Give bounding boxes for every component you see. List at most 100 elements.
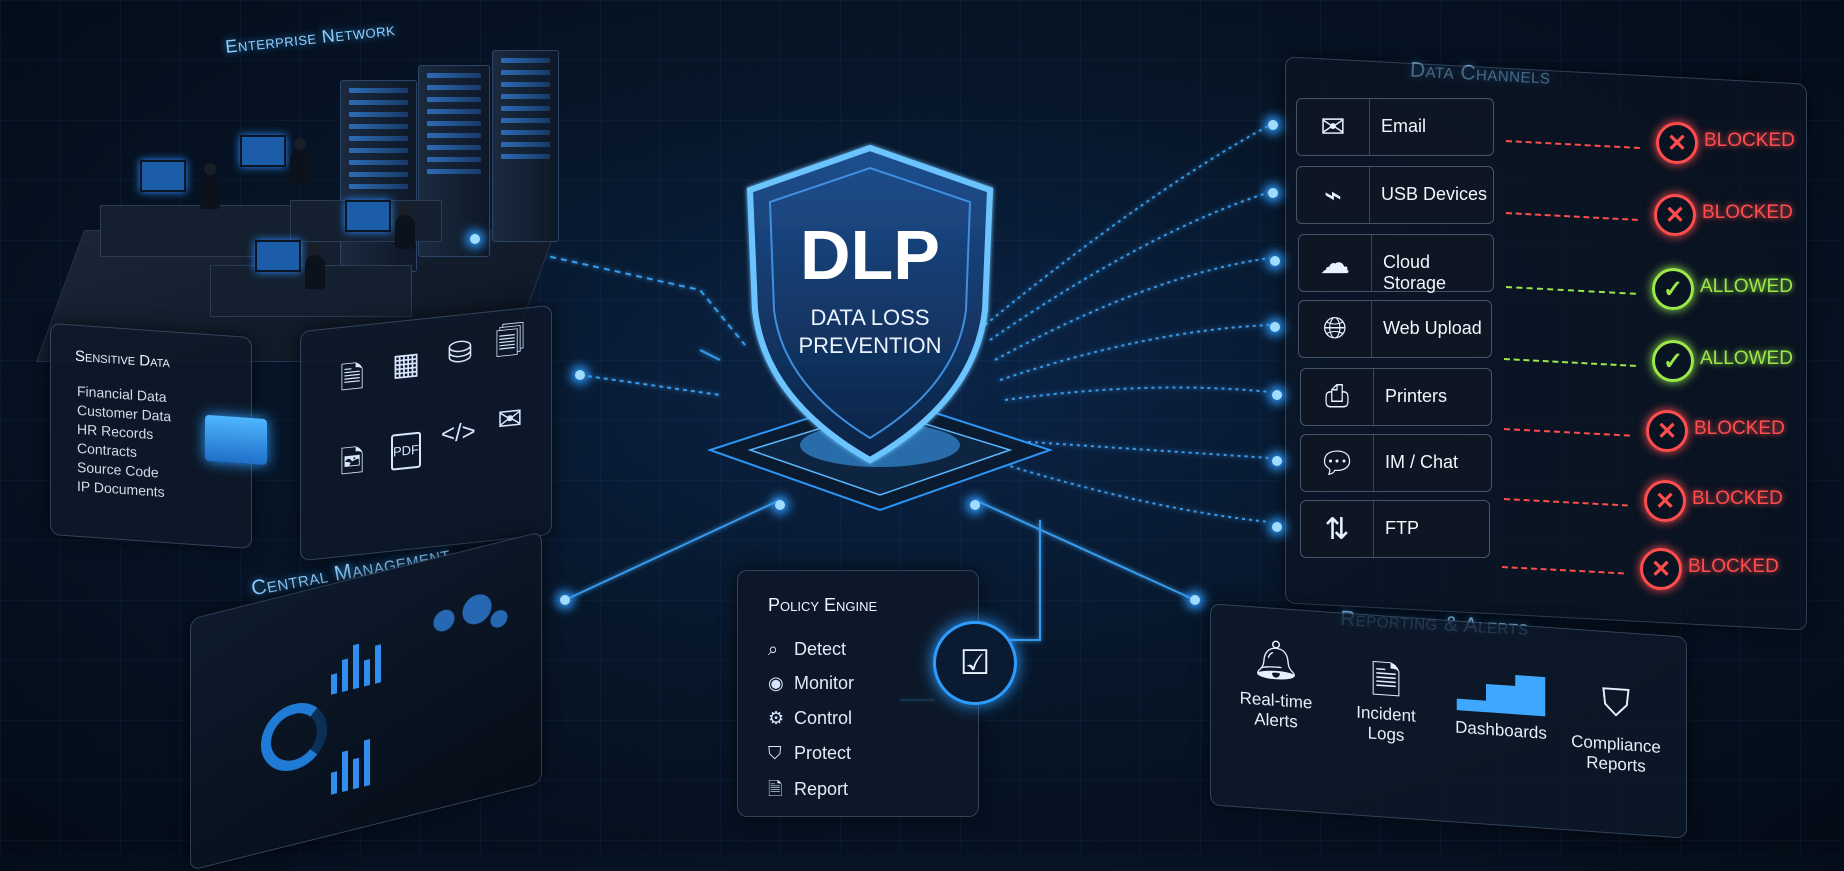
connector-node <box>775 500 785 510</box>
status-label: BLOCKED <box>1692 488 1783 509</box>
chat-icon: 💬︎ <box>1301 435 1374 491</box>
usb-icon: ⌁ <box>1297 167 1370 223</box>
bar-chart-icon: ▂▅▇ <box>1457 667 1545 716</box>
enterprise-network-illustration <box>35 40 610 380</box>
bell-icon: 🔔︎ <box>1251 638 1301 684</box>
connector-node <box>1272 390 1282 400</box>
x-circle-icon: ✕ <box>1654 194 1696 236</box>
monitor <box>240 135 286 167</box>
report-icon: 🗎 <box>768 779 783 799</box>
pdf-icon: PDF <box>391 431 421 471</box>
connector-node <box>1268 188 1278 198</box>
channel-label: Email <box>1381 116 1427 136</box>
sensitive-data-panel: Sensitive Data Financial Data Customer D… <box>50 322 267 550</box>
employee <box>290 138 310 184</box>
channel-ftp: ⇅ FTP <box>1300 500 1490 558</box>
world-map <box>411 577 521 665</box>
connector-node <box>1270 256 1280 266</box>
connector-node <box>470 234 480 244</box>
channel-label: FTP <box>1385 518 1419 538</box>
channel-usb-devices: ⌁ USB Devices <box>1296 166 1494 224</box>
channel-web-upload: 🌐︎ Web Upload <box>1298 300 1492 358</box>
channel-im-chat: 💬︎ IM / Chat <box>1300 434 1492 492</box>
dlp-subtitle-line2: PREVENTION <box>798 333 942 358</box>
status-label: ALLOWED <box>1700 276 1793 297</box>
server-rack <box>492 50 559 242</box>
file-types-panel: 🗎 ▦ ⛁ 🗐 🖻 PDF </> ✉ <box>300 304 552 562</box>
report-dashboards: ▂▅▇ Dashboards <box>1446 665 1556 745</box>
dlp-title: DLP <box>800 216 940 294</box>
report-compliance: ⛉ Compliance Reports <box>1561 679 1671 779</box>
reporting-panel: 🔔︎ Real-time Alerts 🗎 Incident Logs ▂▅▇ … <box>1210 603 1687 839</box>
employee <box>305 243 325 289</box>
report-realtime-alerts: 🔔︎ Real-time Alerts <box>1221 635 1331 735</box>
policy-item-label: Detect <box>794 639 847 659</box>
connector-node <box>575 370 585 380</box>
connector-node <box>1272 522 1282 532</box>
channel-label: USB Devices <box>1381 184 1488 204</box>
policy-item-report: 🗎 Report <box>768 777 848 807</box>
policy-item-label: Control <box>794 708 853 728</box>
code-icon: </> <box>441 417 476 449</box>
report-incident-logs: 🗎 Incident Logs <box>1331 649 1441 749</box>
sensitive-data-title: Sensitive Data <box>75 347 170 372</box>
policy-checklist-icon: ☑ <box>933 621 1017 705</box>
status-label: BLOCKED <box>1704 130 1795 151</box>
status-label: BLOCKED <box>1694 418 1785 439</box>
log-icon: 🗎 <box>1370 659 1402 704</box>
channel-label: Cloud Storage <box>1383 252 1447 293</box>
policy-engine-panel: Policy Engine ⌕Detect ◉Monitor ⚙Control … <box>737 570 1017 817</box>
status-label: BLOCKED <box>1688 556 1779 577</box>
channel-cloud-storage: ☁ Cloud Storage <box>1298 234 1494 293</box>
check-circle-icon: ✓ <box>1652 268 1694 310</box>
policy-item-label: Report <box>794 779 849 799</box>
employee <box>200 163 220 209</box>
x-circle-icon: ✕ <box>1646 410 1688 452</box>
globe-icon: 🌐︎ <box>1299 301 1372 357</box>
bar-chart <box>331 730 391 795</box>
connector-node <box>1272 456 1282 466</box>
connector-node <box>1190 595 1200 605</box>
status-label: BLOCKED <box>1702 202 1793 223</box>
policy-engine-title: Policy Engine <box>768 595 878 615</box>
dlp-subtitle-line1: DATA LOSS <box>810 305 930 330</box>
search-icon: ⌕ <box>768 639 779 659</box>
spreadsheet-icon: ▦ <box>391 346 421 383</box>
x-circle-icon: ✕ <box>1644 480 1686 522</box>
check-circle-icon: ✓ <box>1652 340 1694 382</box>
channel-printers: ⎙ Printers <box>1300 368 1492 426</box>
policy-item-protect: ⛉ Protect <box>768 743 851 764</box>
database-icon: ⛁ <box>447 335 473 371</box>
x-circle-icon: ✕ <box>1640 548 1682 590</box>
policy-item-monitor: ◉Monitor <box>768 673 854 694</box>
channel-email: ✉ Email <box>1296 98 1494 156</box>
eye-icon: ◉ <box>768 673 784 693</box>
policy-item-detect: ⌕ Detect <box>768 639 846 660</box>
shield-icon: ⛉ <box>768 743 782 763</box>
connector-node <box>560 595 570 605</box>
printer-icon: ⎙ <box>1301 369 1374 425</box>
channel-label: Web Upload <box>1383 318 1482 338</box>
folder-icon <box>205 414 267 466</box>
cloud-icon: ☁ <box>1299 235 1372 291</box>
shield-check-icon: ⛉ <box>1601 681 1631 726</box>
connection-lines <box>474 124 1271 701</box>
donut-chart <box>261 695 327 779</box>
x-circle-icon: ✕ <box>1656 122 1698 164</box>
bar-chart <box>331 630 391 695</box>
transfer-arrows-icon: ⇅ <box>1301 501 1374 557</box>
gear-icon: ⚙ <box>768 708 785 728</box>
mail-icon: ✉ <box>1297 99 1370 155</box>
monitor <box>140 160 186 192</box>
policy-item-label: Protect <box>794 743 852 763</box>
policy-item-control: ⚙ Control <box>768 708 852 729</box>
channel-label: Printers <box>1385 386 1448 406</box>
mail-icon: ✉ <box>497 401 523 438</box>
monitor <box>255 240 301 272</box>
connector-node <box>970 500 980 510</box>
channel-label: IM / Chat <box>1385 452 1459 472</box>
connector-node <box>1270 322 1280 332</box>
dlp-shield: DLP DATA LOSS PREVENTION <box>735 140 1005 470</box>
xml-icon: 🗐 <box>495 323 525 360</box>
image-file-icon: 🖻 <box>339 444 365 481</box>
